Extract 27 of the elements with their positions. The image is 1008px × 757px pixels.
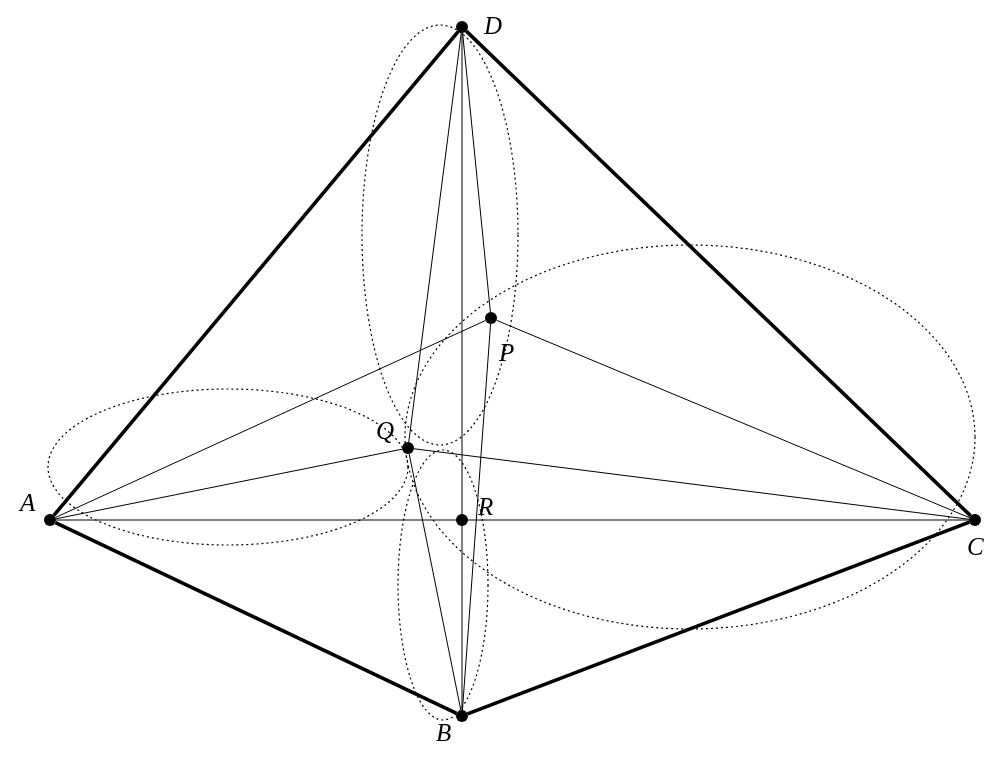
line-segment [408,453,462,711]
point-dot [456,514,468,526]
point-dot [969,514,981,526]
line-segment [496,319,970,519]
point-dot [44,514,56,526]
point-dot [456,710,468,722]
line-segment [466,520,971,716]
line-segment [408,32,462,443]
point-label: D [484,13,503,39]
line-segment [52,30,460,517]
line-segment [465,29,972,518]
point-label: P [499,340,515,366]
point-label: A [20,490,36,516]
line-segment [55,519,970,521]
line-segment [462,32,491,313]
line-segment [55,448,403,520]
point-dot [456,21,468,33]
line-segment [413,448,970,520]
point-label: R [478,494,494,520]
point-label: C [967,534,984,560]
point-label: B [436,720,452,746]
line-segment [54,320,487,518]
point-dot [485,312,497,324]
line-segment [461,323,492,711]
point-label: Q [376,418,395,444]
line-segment [54,520,458,716]
point-dot [402,442,414,454]
